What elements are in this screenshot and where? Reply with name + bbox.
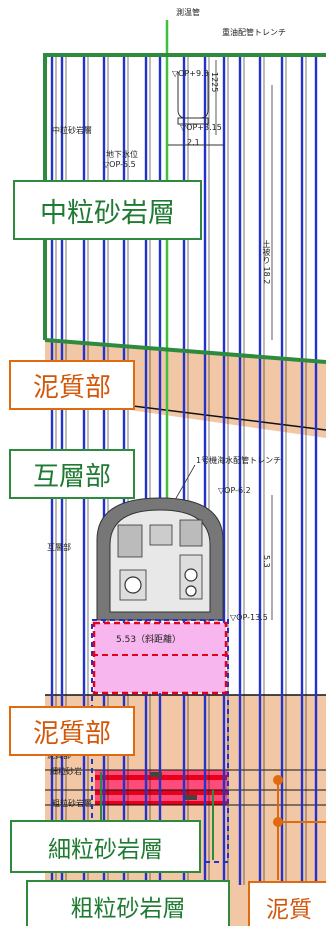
medium-sand-small-label: 中粒砂岩層 [52,126,92,135]
slope-dist-label: 5.53（斜距離） [116,635,182,645]
obs-pipe-label: 測温管 [176,8,200,17]
op-3-label: ▽OP+3.15 [180,123,222,132]
trench-1-label: 1号機海水配管トレンチ [196,456,282,465]
op-55-label: ▽OP-5.5 [103,160,136,169]
gw-level-label: 地下水位 [106,150,138,159]
callout-mud-right: 泥質 [248,881,326,926]
oil-trench [168,72,225,146]
orange-pins [277,780,326,880]
op-93-label: ▽OP+9.3 [172,69,209,78]
callout-alternating: 互層部 [9,449,135,499]
depth-182-label: 土被り 18.2 [262,240,271,285]
len-21-label: 2.1 [187,138,200,147]
callout-mud-upper: 泥質部 [9,360,135,410]
grout-block [92,621,228,695]
op-62-label: ▽OP-6.2 [218,486,251,495]
callout-medium-sand: 中粒砂岩層 [13,180,202,240]
fine-small-label: 細粒砂岩 [50,767,82,776]
op-135-label: ▽OP-13.5 [230,613,268,622]
alternating-small-label: 互層部 [47,543,71,552]
callout-mud-lower: 泥質部 [9,706,135,756]
oil-trench-label: 重油配管トレンチ [222,28,286,37]
callout-fine-sand: 細粒砂岩層 [10,820,201,873]
len-53-label: 5.3 [262,555,271,568]
callout-coarse-sand: 粗粒砂岩層 [26,880,230,926]
medium-sand-outline [43,53,326,340]
coarse-small-label: 粗粒砂岩層 [52,799,92,808]
len-1225-label: 1225 [210,72,219,93]
